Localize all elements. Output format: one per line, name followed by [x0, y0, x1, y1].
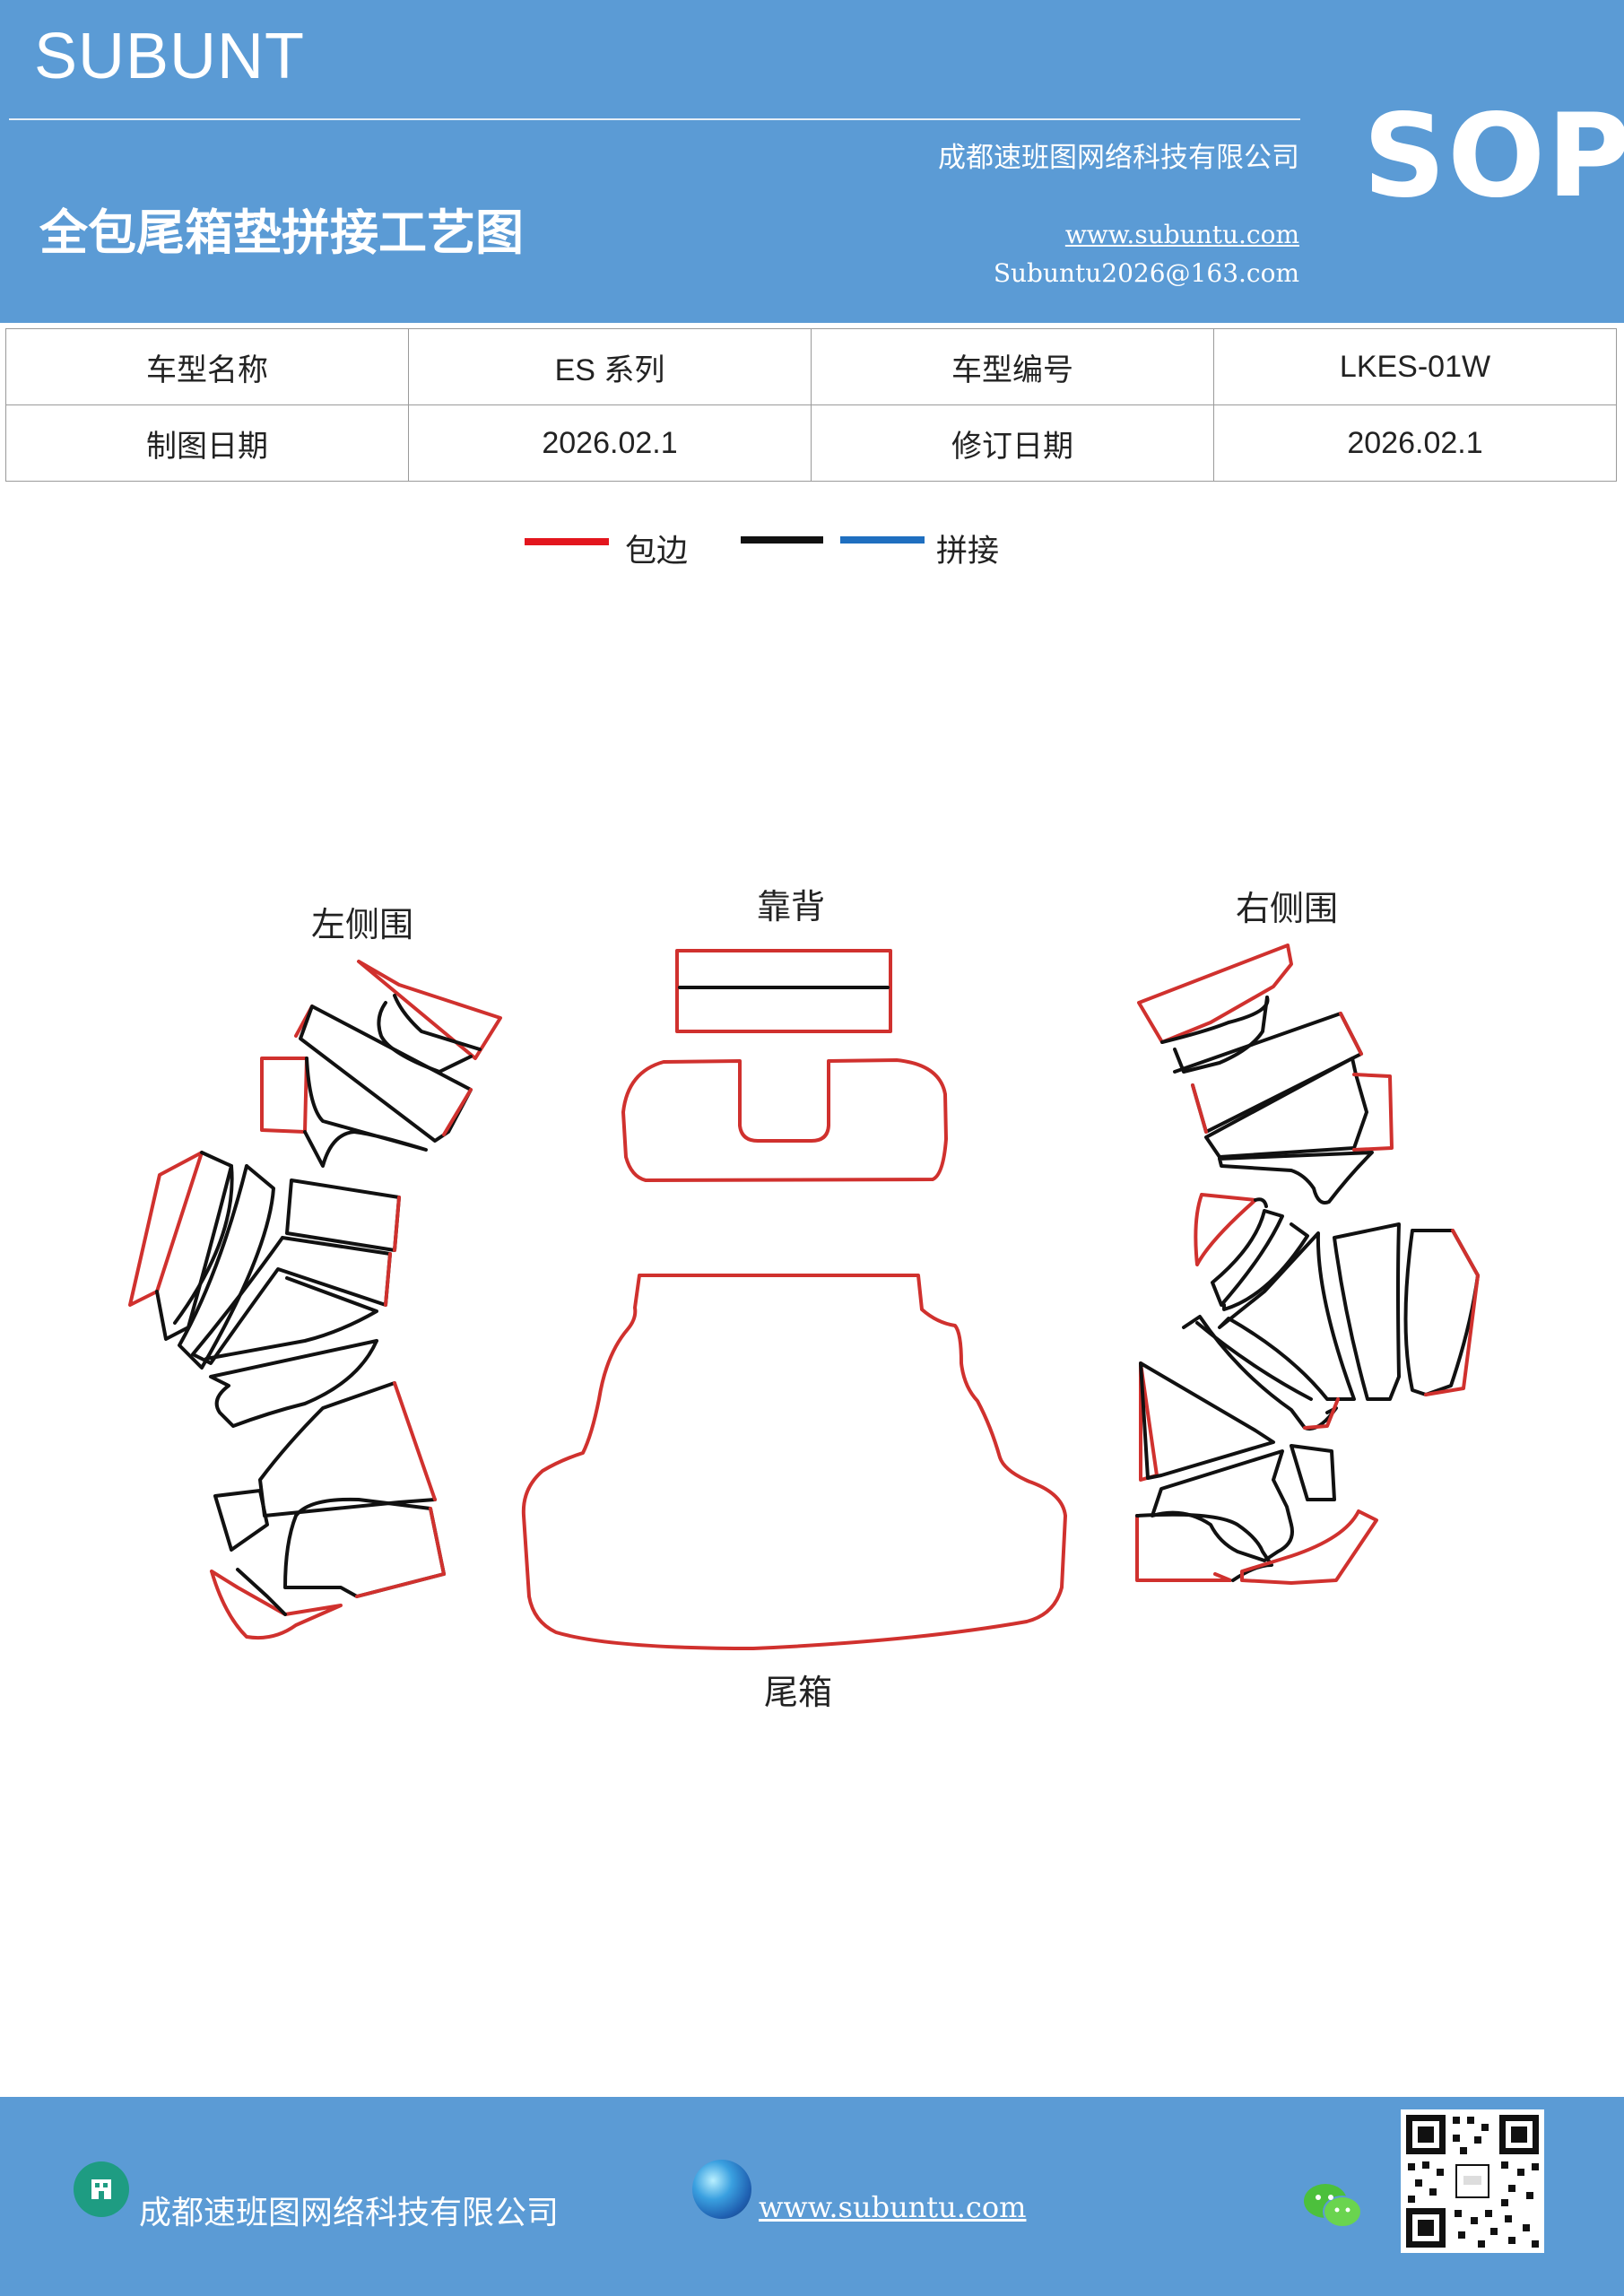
right-piece [1303, 1397, 1340, 1430]
header-website-link[interactable]: www.subuntu.com [1064, 220, 1299, 249]
value-cell: ES 系列 [408, 328, 812, 405]
right-piece [1254, 1197, 1268, 1208]
building-icon [74, 2161, 129, 2217]
label-trunk: 尾箱 [764, 1673, 832, 1712]
left-piece [178, 1164, 275, 1370]
left-piece [442, 1088, 473, 1136]
right-piece [1204, 1057, 1368, 1159]
legend-swatch-black [741, 536, 823, 544]
left-piece [355, 1507, 446, 1598]
left-piece [213, 1489, 269, 1552]
label-cell: 修订日期 [811, 404, 1214, 482]
value-cell: 2026.02.1 [1213, 404, 1617, 482]
header-company: 成都速班图网络科技有限公司 [938, 142, 1299, 174]
sop-badge: SOP [1363, 90, 1624, 223]
right-piece [1173, 996, 1269, 1074]
right-piece [1424, 1229, 1480, 1396]
value-cell: 2026.02.1 [408, 404, 812, 482]
right-piece [1135, 1512, 1273, 1582]
label-cell: 制图日期 [5, 404, 409, 482]
footer-company: 成都速班图网络科技有限公司 [139, 2195, 560, 2231]
right-piece [1222, 1222, 1309, 1311]
trunk-mat-diagram: 左侧围 靠背 右侧围 尾箱 [128, 887, 1480, 1712]
document-title: 全包尾箱垫拼接工艺图 [39, 204, 524, 261]
right-piece [1135, 1514, 1232, 1582]
right-piece [1352, 1073, 1394, 1152]
right-piece [1195, 1321, 1313, 1401]
legend-swatch-binding [525, 538, 609, 545]
legend-swatch-seam [840, 536, 925, 544]
right-piece [1290, 1444, 1336, 1501]
legend-label-seam: 拼接 [936, 534, 1000, 570]
footer-website-link[interactable]: www.subuntu.com [759, 2190, 1027, 2224]
right-piece [1151, 1449, 1294, 1562]
left-piece [384, 1252, 392, 1307]
left-piece [258, 1381, 437, 1518]
left-piece [191, 1236, 392, 1365]
right-piece [1218, 1231, 1356, 1401]
left-piece [393, 1196, 401, 1252]
right-side-panel [1135, 944, 1480, 1585]
label-right-side: 右侧围 [1236, 889, 1338, 928]
left-piece [209, 1339, 378, 1428]
header-banner: SUBUNT 全包尾箱垫拼接工艺图 成都速班图网络科技有限公司 www.subu… [0, 0, 1624, 323]
header-email[interactable]: Subuntu2026@163.com [993, 258, 1299, 288]
right-piece [1139, 1361, 1275, 1480]
right-piece [1240, 1509, 1378, 1585]
left-piece [377, 1001, 473, 1074]
right-piece [1211, 1209, 1284, 1307]
left-piece [236, 1568, 287, 1616]
brand-logo-text: SUBUNT [34, 21, 306, 92]
label-cell: 车型名称 [5, 328, 409, 405]
left-piece [393, 1381, 437, 1501]
table-row: 制图日期 2026.02.1 修订日期 2026.02.1 [5, 404, 1617, 482]
left-piece [128, 1151, 204, 1307]
backrest-upper-piece [675, 949, 892, 1033]
table-row: 车型名称 ES 系列 车型编号 LKES-01W [5, 328, 1617, 405]
right-piece [1218, 1151, 1374, 1205]
left-piece [393, 994, 482, 1051]
label-cell: 车型编号 [811, 328, 1214, 405]
left-piece [210, 1570, 343, 1640]
wechat-icon[interactable] [1302, 2178, 1365, 2233]
left-piece [357, 960, 502, 1060]
left-piece [303, 1057, 428, 1168]
trunk-floor-piece [521, 1274, 1067, 1650]
header-divider [9, 118, 1300, 120]
right-piece [1137, 944, 1293, 1044]
globe-icon [692, 2160, 751, 2219]
right-piece [1191, 1012, 1363, 1134]
left-side-panel [128, 960, 502, 1640]
value-cell: LKES-01W [1213, 328, 1617, 405]
left-piece [173, 1164, 234, 1325]
left-piece [204, 1276, 378, 1361]
right-piece [1333, 1222, 1401, 1401]
backrest-lower-piece [621, 1058, 948, 1182]
footer-banner: 成都速班图网络科技有限公司 www.subuntu.com [0, 2097, 1624, 2296]
left-piece [299, 1004, 473, 1143]
right-piece [1182, 1315, 1338, 1431]
qr-code [1401, 2109, 1544, 2253]
label-backrest: 靠背 [757, 887, 825, 926]
label-left-side: 左侧围 [311, 905, 413, 944]
line-legend: 包边 拼接 [0, 511, 1624, 583]
left-piece [260, 1057, 308, 1134]
legend-label-binding: 包边 [625, 534, 689, 570]
vehicle-info-table: 车型名称 ES 系列 车型编号 LKES-01W 制图日期 2026.02.1 … [5, 328, 1617, 482]
right-piece [1194, 1193, 1257, 1266]
